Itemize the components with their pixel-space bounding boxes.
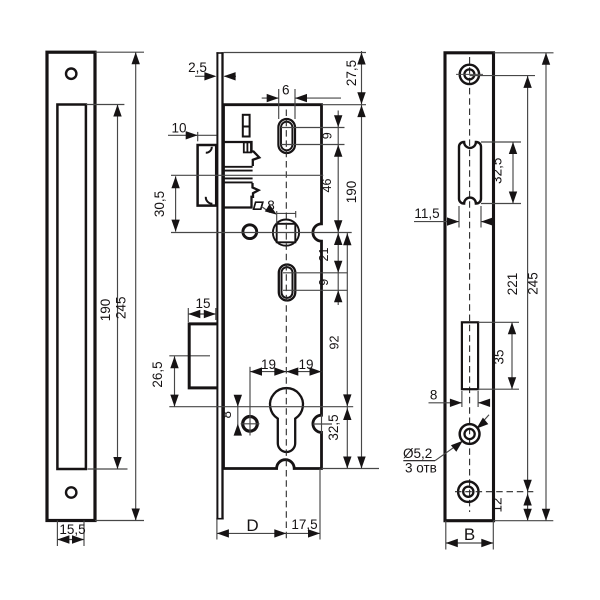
svg-text:21: 21	[317, 248, 331, 262]
svg-text:15: 15	[195, 296, 210, 311]
svg-text:32,5: 32,5	[490, 158, 505, 184]
svg-text:8: 8	[267, 198, 275, 213]
svg-text:12: 12	[490, 497, 505, 512]
svg-text:92: 92	[328, 336, 342, 350]
svg-text:27,5: 27,5	[344, 60, 359, 86]
svg-text:19: 19	[261, 357, 276, 372]
svg-text:17,5: 17,5	[291, 517, 317, 532]
svg-text:6: 6	[282, 83, 290, 98]
svg-text:245: 245	[114, 296, 129, 319]
svg-text:190: 190	[344, 181, 359, 204]
svg-text:8: 8	[430, 388, 438, 403]
svg-text:B: B	[464, 525, 475, 544]
svg-text:46: 46	[320, 179, 334, 193]
svg-text:221: 221	[505, 273, 520, 296]
svg-text:8: 8	[219, 411, 234, 419]
svg-text:30,5: 30,5	[152, 191, 167, 217]
svg-text:3 отв: 3 отв	[405, 461, 437, 476]
svg-text:10: 10	[171, 121, 186, 136]
svg-text:2,5: 2,5	[188, 60, 207, 75]
svg-text:35: 35	[492, 349, 507, 364]
svg-text:19: 19	[298, 357, 313, 372]
svg-text:15,5: 15,5	[59, 522, 85, 537]
svg-text:9: 9	[321, 132, 335, 139]
svg-text:D: D	[246, 516, 258, 535]
svg-text:26,5: 26,5	[150, 361, 165, 387]
svg-text:245: 245	[526, 272, 541, 295]
svg-text:32,5: 32,5	[326, 414, 341, 440]
svg-text:190: 190	[98, 299, 113, 322]
svg-text:11,5: 11,5	[414, 206, 439, 221]
svg-text:Ø5,2: Ø5,2	[403, 446, 432, 461]
svg-text:9: 9	[317, 279, 331, 286]
